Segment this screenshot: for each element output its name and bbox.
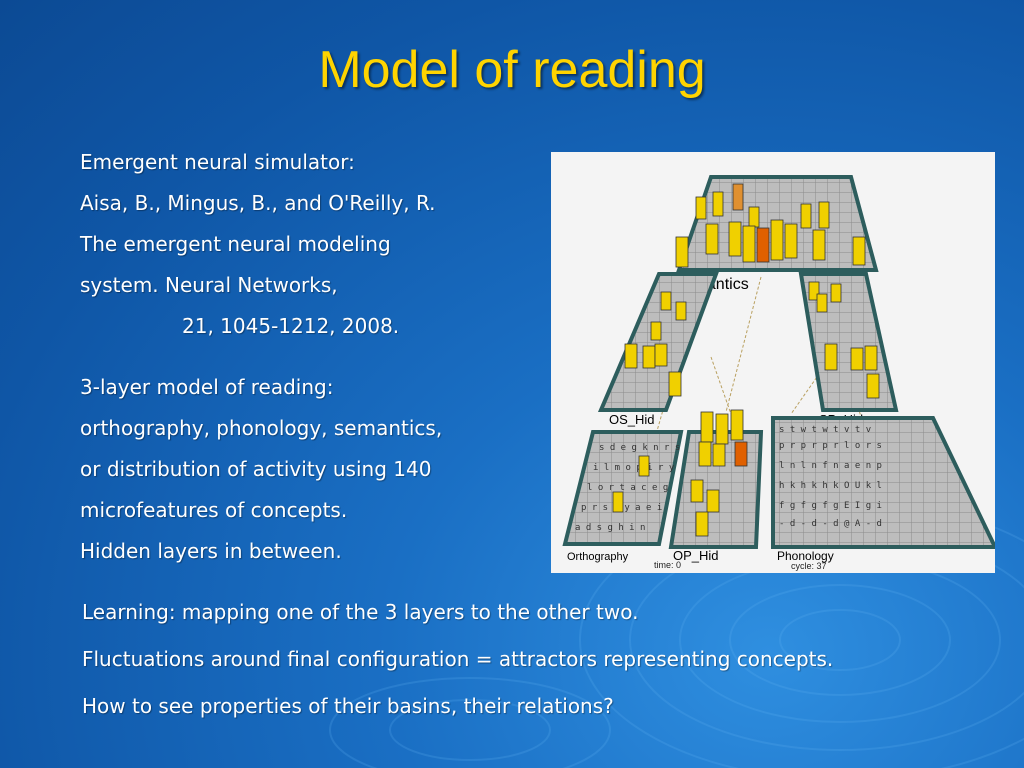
network-diagram: Semantics OS_Hid SP_Hid <box>562 175 995 571</box>
op-hid-label: OP_Hid <box>673 548 719 563</box>
reference-line: Aisa, B., Mingus, B., and O'Reilly, R. <box>80 191 436 215</box>
model-line: Hidden layers in between. <box>80 539 342 563</box>
op-hid-layer: OP_Hid time: 0 <box>654 409 764 570</box>
bullet-line: Learning: mapping one of the 3 layers to… <box>82 600 639 624</box>
reference-line: 21, 1045-1212, 2008. <box>182 314 400 338</box>
network-figure: Semantics OS_Hid SP_Hid <box>551 152 995 573</box>
model-line: microfeatures of concepts. <box>80 498 348 522</box>
orthography-label: Orthography <box>567 551 629 563</box>
slide-title: Model of reading <box>318 41 706 99</box>
svg-text:p r p r p r l o r s: p r p r p r l o r s <box>779 441 882 451</box>
os-hid-layer: OS_Hid <box>597 272 719 427</box>
bullet-line: Fluctuations around final configuration … <box>82 647 834 671</box>
bottom-bullets: Learning: mapping one of the 3 layers to… <box>82 592 833 733</box>
svg-text:s d e g k n r s: s d e g k n r s <box>599 443 680 453</box>
phonology-label: Phonology <box>777 549 834 563</box>
time-readout: time: 0 <box>654 560 681 570</box>
svg-text:a d s g h i n: a d s g h i n <box>575 523 645 533</box>
svg-text:l n l n f n a e n p: l n l n f n a e n p <box>779 461 882 471</box>
semantics-layer: Semantics <box>674 175 879 293</box>
model-line: or distribution of activity using 140 <box>80 457 432 481</box>
model-paragraph: 3-layer model of reading: orthography, p… <box>80 367 520 572</box>
cycle-readout: cycle: 37 <box>791 561 827 571</box>
model-line: 3-layer model of reading: <box>80 375 334 399</box>
phonology-layer: s t w t w t v t v p r p r p r l o r s l … <box>771 416 995 571</box>
svg-text:f g f g f g E I g i: f g f g f g E I g i <box>779 501 882 511</box>
svg-text:s t w t w t v t v: s t w t w t v t v <box>779 425 871 435</box>
os-hid-label: OS_Hid <box>609 412 655 427</box>
sp-hid-layer: SP_Hid <box>798 272 899 427</box>
reference-line: Emergent neural simulator: <box>80 150 355 174</box>
svg-text:- d - d - d @ A - d: - d - d - d @ A - d <box>779 519 882 529</box>
orthography-layer: s d e g k n r s i l m o p i r y l o r t … <box>562 430 684 563</box>
reference-paragraph: Emergent neural simulator: Aisa, B., Min… <box>80 142 520 347</box>
model-line: orthography, phonology, semantics, <box>80 416 443 440</box>
svg-text:l o r t a c e g: l o r t a c e g <box>587 483 668 493</box>
bullet-line: How to see properties of their basins, t… <box>82 694 614 718</box>
svg-text:h k h k h k O U k l: h k h k h k O U k l <box>779 481 882 491</box>
reference-line: system. Neural Networks, <box>80 273 338 297</box>
svg-text:i l m o p i r y: i l m o p i r y <box>593 463 675 473</box>
reference-line: The emergent neural modeling <box>80 232 391 256</box>
